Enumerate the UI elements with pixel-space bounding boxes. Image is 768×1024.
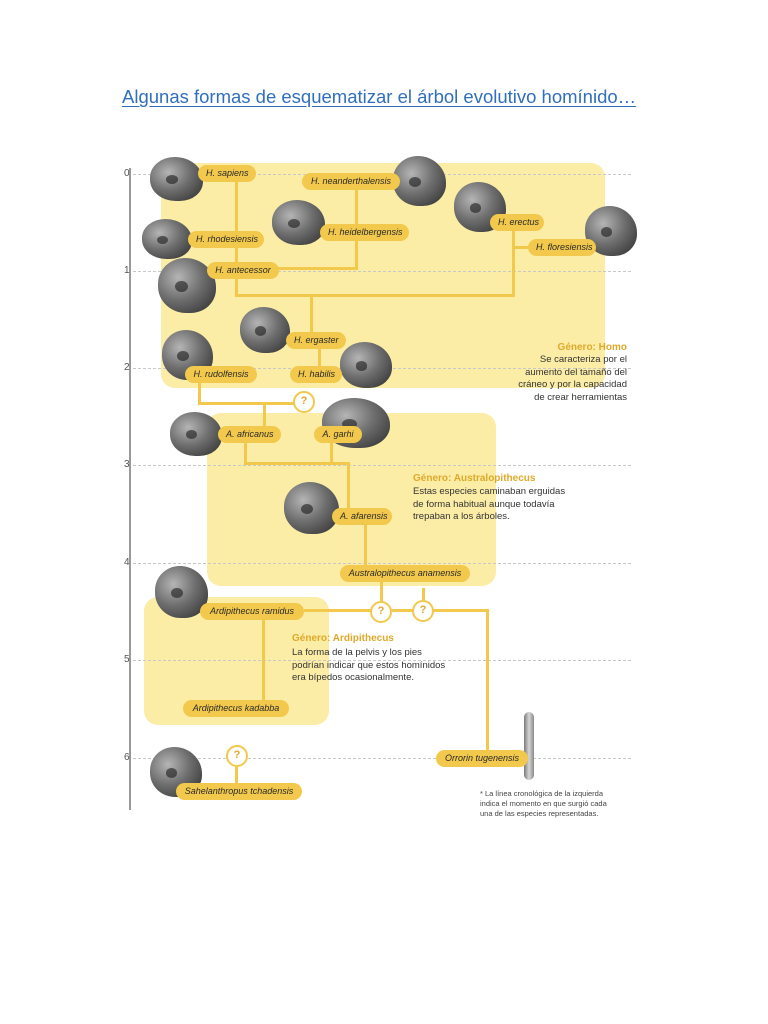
connector xyxy=(512,222,515,297)
skull-heidelbergensis-icon xyxy=(272,200,325,245)
unknown-ancestor-marker: ? xyxy=(370,601,392,623)
connector xyxy=(512,246,532,249)
tick-6: 6 xyxy=(124,752,130,763)
genus-australopithecus-title: Género: Australopithecus xyxy=(413,473,536,484)
timeline-footnote: * La línea cronológica de la izquierda i… xyxy=(480,789,607,818)
genus-homo-title: Género: Homo xyxy=(557,342,627,353)
connector xyxy=(263,402,266,427)
skull-africanus-icon xyxy=(170,412,222,456)
connector xyxy=(198,402,296,405)
gridline-3 xyxy=(133,465,631,466)
skull-erectus-icon xyxy=(454,182,506,232)
connector xyxy=(318,348,321,368)
connector xyxy=(262,610,265,700)
species-neanderthalensis: H. neanderthalensis xyxy=(302,173,400,190)
tick-4: 4 xyxy=(124,557,130,568)
genus-ardipithecus-title: Género: Ardipithecus xyxy=(292,633,394,644)
species-habilis: H. habilis xyxy=(290,366,342,383)
connector xyxy=(237,267,358,270)
species-ergaster: H. ergaster xyxy=(286,332,346,349)
connector xyxy=(235,767,238,785)
connector xyxy=(244,462,350,465)
skull-ergaster-icon xyxy=(240,307,290,353)
document-title: Algunas formas de esquematizar el árbol … xyxy=(122,86,637,107)
timeline-axis xyxy=(129,168,131,810)
species-rhodesiensis: H. rhodesiensis xyxy=(188,231,264,248)
species-afarensis: A. afarensis xyxy=(332,508,392,525)
connector xyxy=(330,443,333,465)
genus-homo-description: Se caracteriza por el aumento del tamaño… xyxy=(518,354,627,403)
connector xyxy=(235,294,515,297)
species-floresiensis: H. floresiensis xyxy=(528,239,596,256)
connector xyxy=(310,296,313,334)
species-antecessor: H. antecessor xyxy=(207,262,279,279)
species-anamensis: Australopithecus anamensis xyxy=(340,565,470,582)
skull-sapiens-icon xyxy=(150,157,203,201)
connector xyxy=(244,442,247,464)
connector xyxy=(347,463,350,508)
species-africanus: A. africanus xyxy=(218,426,281,443)
connector xyxy=(198,382,201,404)
species-sapiens: H. sapiens xyxy=(198,165,256,182)
connector xyxy=(422,588,425,604)
species-kadabba: Ardipithecus kadabba xyxy=(183,700,289,717)
skull-ramidus-icon xyxy=(155,566,208,618)
species-garhi: A. garhi xyxy=(314,426,362,443)
gridline-5 xyxy=(133,660,631,661)
connector xyxy=(364,524,367,566)
skull-afarensis-icon xyxy=(284,482,339,534)
unknown-ancestor-marker: ? xyxy=(412,600,434,622)
connector xyxy=(380,581,383,603)
genus-ardipithecus-description: La forma de la pelvis y los pies podrían… xyxy=(292,647,446,683)
species-tchadensis: Sahelanthropus tchadensis xyxy=(176,783,302,800)
species-heidelbergensis: H. heidelbergensis xyxy=(320,224,409,241)
connector xyxy=(304,609,489,612)
genus-australopithecus-description: Estas especies caminaban erguidas de for… xyxy=(413,486,566,522)
skull-habilis-icon xyxy=(340,342,392,388)
femur-bone-icon xyxy=(524,712,534,780)
tick-5: 5 xyxy=(124,654,130,665)
tick-3: 3 xyxy=(124,459,130,470)
species-erectus: H. erectus xyxy=(490,214,544,231)
unknown-ancestor-marker: ? xyxy=(226,745,248,767)
gridline-4 xyxy=(133,563,631,564)
gridline-1 xyxy=(133,271,631,272)
gridline-6 xyxy=(133,758,631,759)
connector xyxy=(486,609,489,751)
species-ramidus: Ardipithecus ramidus xyxy=(200,603,304,620)
skull-rhodesiensis-icon xyxy=(142,219,192,259)
tick-0: 0 xyxy=(124,168,130,179)
tick-1: 1 xyxy=(124,265,130,276)
tick-2: 2 xyxy=(124,362,130,373)
species-tugenensis: Orrorin tugenensis xyxy=(436,750,528,767)
species-rudolfensis: H. rudolfensis xyxy=(185,366,257,383)
skull-neanderthalensis-icon xyxy=(393,156,446,206)
skull-antecessor-icon xyxy=(158,258,216,313)
unknown-ancestor-marker: ? xyxy=(293,391,315,413)
